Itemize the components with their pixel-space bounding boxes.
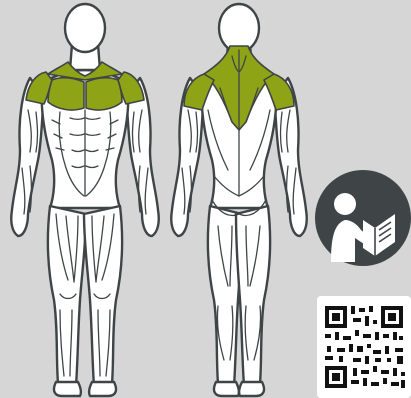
qr-code-icon[interactable] xyxy=(317,296,411,398)
back-body-figure xyxy=(168,0,318,398)
front-body-figure xyxy=(0,0,168,398)
read-manual-icon xyxy=(315,168,411,270)
